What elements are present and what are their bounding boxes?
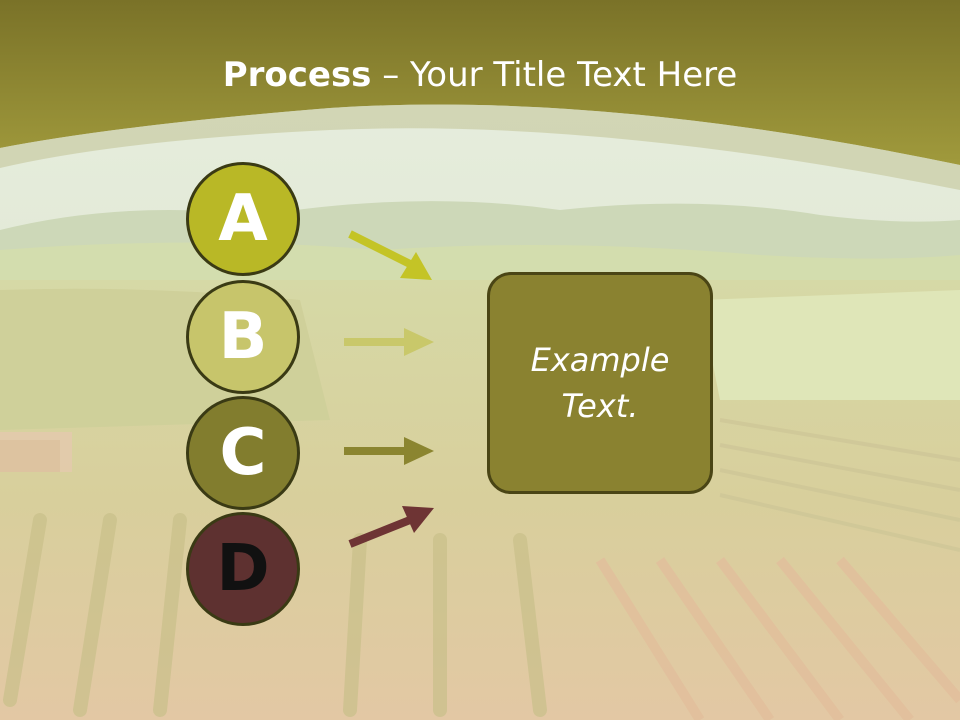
step-c-letter: C (219, 416, 267, 490)
example-text: Example Text. (530, 341, 670, 425)
step-d-letter: D (216, 532, 270, 606)
arrow-c (344, 437, 434, 465)
arrow-b (344, 328, 434, 356)
step-a-letter: A (218, 182, 268, 256)
arrow-a (348, 230, 432, 280)
arrow-d (348, 506, 434, 548)
example-text-box: Example Text. (487, 272, 713, 494)
step-c-circle: C (186, 396, 300, 510)
step-a-circle: A (186, 162, 300, 276)
title-rest: – Your Title Text Here (371, 55, 738, 95)
title-bold: Process (222, 55, 372, 95)
slide-title: Process – Your Title Text Here (0, 52, 960, 98)
step-b-circle: B (186, 280, 300, 394)
step-d-circle: D (186, 512, 300, 626)
step-b-letter: B (218, 300, 268, 374)
